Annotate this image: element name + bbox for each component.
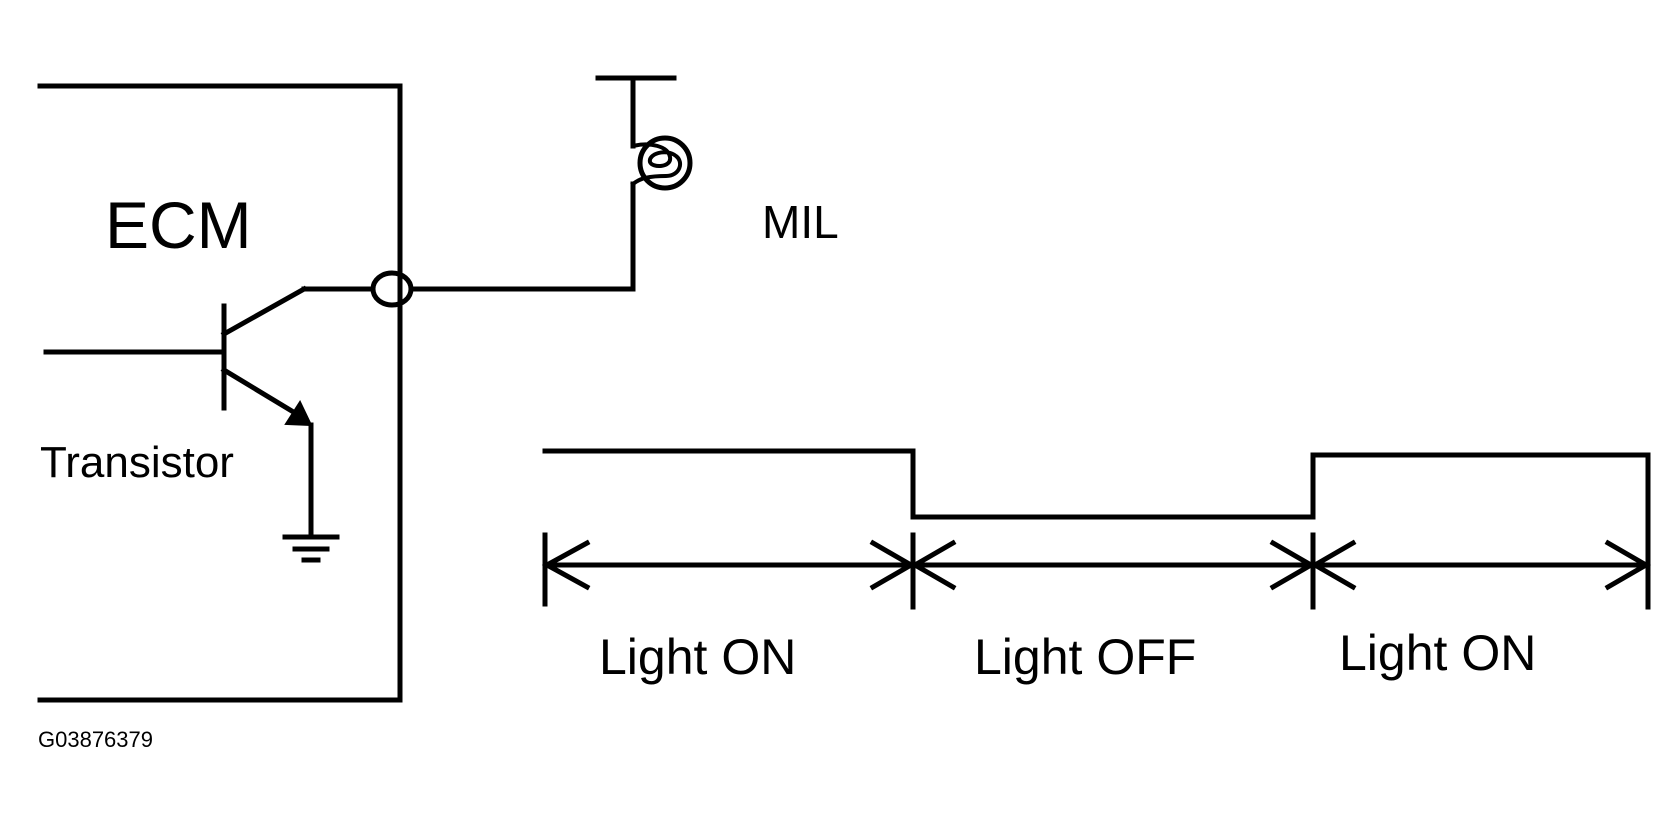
phase-2-label: Light OFF	[974, 629, 1196, 685]
mil-timing-waveform	[542, 448, 1651, 520]
phase-1-label: Light ON	[599, 629, 796, 685]
figure-code: G03876379	[38, 727, 153, 752]
phase-dimension-line	[542, 517, 1651, 610]
ecm-label: ECM	[105, 188, 252, 262]
phase-3-arrows	[1310, 539, 1651, 591]
ecm-box-outline	[37, 83, 403, 703]
mil-signal-wire	[408, 181, 636, 292]
phase-3-label: Light ON	[1339, 625, 1536, 681]
mil-lamp-icon	[595, 75, 693, 191]
npn-transistor-icon	[43, 285, 314, 538]
ground-icon	[282, 534, 340, 563]
transistor-label: Transistor	[40, 438, 234, 487]
mil-label: MIL	[762, 196, 839, 248]
ecm-terminal-connector	[370, 270, 414, 308]
